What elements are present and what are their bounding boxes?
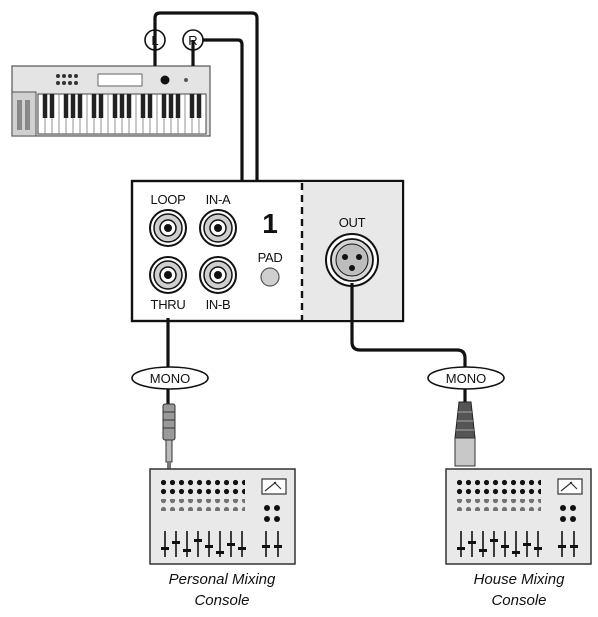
black-key xyxy=(77,94,83,118)
black-key xyxy=(140,94,146,118)
xlr-output-icon xyxy=(325,233,379,287)
house-console-caption-line2: Console xyxy=(491,592,547,609)
house-console-caption: House Mixing Console xyxy=(419,569,598,611)
jack-label-in-b: IN-B xyxy=(206,297,231,312)
channel-number: 1 xyxy=(262,208,278,239)
jack-label-thru: THRU xyxy=(151,297,186,312)
black-key xyxy=(147,94,153,118)
black-key xyxy=(91,94,97,118)
black-key xyxy=(98,94,104,118)
black-key xyxy=(161,94,167,118)
thru-jack-icon xyxy=(149,256,187,294)
black-key xyxy=(189,94,195,118)
in-a-jack-icon xyxy=(199,209,237,247)
black-key xyxy=(168,94,174,118)
out-label: OUT xyxy=(339,215,366,230)
right-cable-to-in-a xyxy=(191,38,244,212)
quarter-inch-plug-icon xyxy=(162,403,176,470)
black-key xyxy=(70,94,76,118)
personal-console-caption-line2: Console xyxy=(194,592,250,609)
personal-mixing-console-icon xyxy=(149,468,296,565)
house-mixing-console-icon xyxy=(445,468,592,565)
personal-console-caption: Personal Mixing Console xyxy=(122,569,322,611)
jack-label-in-a: IN-A xyxy=(206,192,231,207)
black-key xyxy=(126,94,132,118)
left-mono-label: MONO xyxy=(150,371,190,386)
left-mono-tag: MONO xyxy=(131,366,209,390)
loop-jack-icon xyxy=(149,209,187,247)
black-key xyxy=(196,94,202,118)
black-key xyxy=(49,94,55,118)
black-key xyxy=(63,94,69,118)
black-key xyxy=(175,94,181,118)
jack-label-loop: LOOP xyxy=(151,192,186,207)
black-key xyxy=(112,94,118,118)
pad-switch-icon xyxy=(260,267,280,287)
black-key xyxy=(42,94,48,118)
left-cable-to-in-b xyxy=(153,11,259,264)
pad-label: PAD xyxy=(258,250,283,265)
in-b-jack-icon xyxy=(199,256,237,294)
xlr-plug-icon xyxy=(454,401,476,467)
house-console-caption-line1: House Mixing xyxy=(473,571,565,588)
keyboard-synth-icon xyxy=(11,65,211,137)
black-key xyxy=(119,94,125,118)
right-mono-label: MONO xyxy=(446,371,486,386)
personal-console-caption-line1: Personal Mixing xyxy=(168,571,276,588)
right-mono-tag: MONO xyxy=(427,366,505,390)
out-cable xyxy=(350,283,467,402)
